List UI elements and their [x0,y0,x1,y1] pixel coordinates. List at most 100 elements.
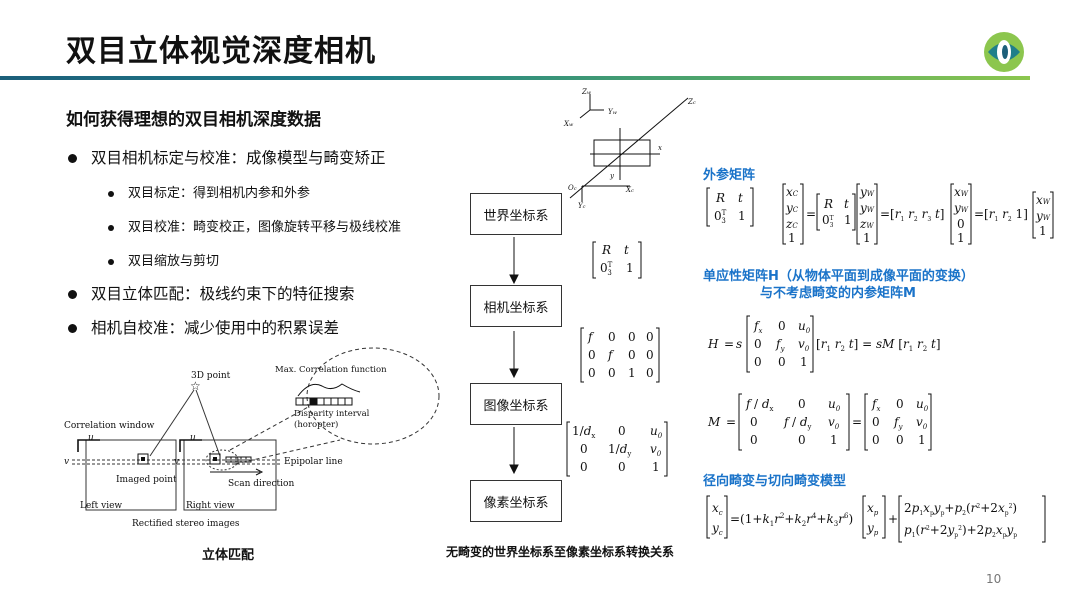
svg-text:Zc: Zc [687,98,696,106]
svg-text:u: u [190,433,196,443]
svg-text:Oc: Oc [568,184,577,192]
svg-text:+: + [888,512,898,526]
svg-text:1/dy: 1/dy [608,442,631,458]
label-max-correlation: Max. Correlation function [275,365,387,375]
svg-text:0: 0 [588,366,596,380]
svg-text:0: 0 [588,348,596,362]
svg-text:M: M [707,415,721,429]
sub-bullet-text: 双目缩放与剪切 [128,254,220,269]
svg-text:0: 0 [778,319,786,333]
svg-text:1: 1 [738,209,746,223]
stereo-matching-figure: 3D point ☆ Correlation window u v u v Im… [64,347,440,529]
svg-text:0: 0 [896,433,904,447]
distortion-title: 径向畸变与切向畸变模型 [703,474,847,489]
svg-text:0: 0 [580,442,588,456]
label-imaged-point: Imaged point [116,475,177,485]
svg-text:0: 0 [750,415,758,429]
svg-text:fy: fy [893,415,903,431]
svg-text:R: R [601,243,611,257]
svg-text:0: 0 [896,397,904,411]
svg-text:0: 0 [608,330,616,344]
svg-text:v0: v0 [798,337,810,353]
right-view-frame [183,439,277,511]
svg-text:s: s [736,337,742,351]
svg-text:yW: yW [859,185,875,199]
label-correlation-window: Correlation window [64,421,155,431]
svg-text:1: 1 [1039,224,1047,238]
svg-text:y: y [609,172,615,180]
svg-text:Yw: Yw [608,108,618,116]
svg-text:0: 0 [872,415,880,429]
svg-text:0T3: 0T3 [600,261,613,277]
label-left-view: Left view [80,501,122,511]
star-icon: ☆ [190,379,201,393]
svg-text:0: 0 [608,366,616,380]
svg-text:v: v [174,457,179,467]
label-3d-point: 3D point [191,371,231,381]
coordinate-frames-diagram: Zw Yw Xw Zc x y Xc Yc Oc [563,88,696,208]
svg-text:fx: fx [753,319,762,335]
svg-text:1: 1 [788,231,796,245]
svg-text:0: 0 [957,217,965,231]
svg-text:f: f [783,415,791,429]
sub-bullet-text: 双目标定：得到相机内参和外参 [128,186,311,201]
sub-bullet-scaling: 双目缩放与剪切 [108,250,219,269]
svg-text:/ dy: / dy [792,415,812,431]
bullet-matching: 双目立体匹配：极线约束下的特征搜索 [68,282,355,304]
svg-text:yp: yp [866,521,879,537]
svg-text:1: 1 [830,433,838,447]
svg-text:Xc: Xc [625,186,634,194]
svg-text:0: 0 [750,433,758,447]
svg-text:yC: yC [785,201,799,215]
svg-text:yW: yW [1035,209,1051,223]
svg-text:0T3: 0T3 [822,213,834,229]
svg-text:xc: xc [712,501,723,517]
svg-text:u0: u0 [828,397,841,413]
svg-text:u: u [88,433,94,443]
svg-text:xW: xW [954,185,969,199]
svg-text:0: 0 [628,330,636,344]
svg-text:u0: u0 [798,319,811,335]
svg-text:1: 1 [628,366,636,380]
svg-text:=[r1 r2 1]: =[r1 r2 1] [974,207,1028,223]
svg-text:=: = [726,415,736,429]
svg-text:fy: fy [775,337,785,353]
bullet-text: 双目相机标定与校准：成像模型与畸变矫正 [91,149,386,167]
svg-text:=: = [852,415,862,429]
svg-text:0: 0 [754,337,762,351]
box-pixel-coordinates: 像素坐标系 [470,480,562,522]
svg-text:t: t [624,243,629,257]
svg-text:[r1 r2 t] = sM [r1 r2 t]: [r1 r2 t] = sM [r1 r2 t] [816,337,941,353]
label-disparity: Disparity interval [294,409,370,419]
svg-text:0: 0 [618,460,626,474]
svg-text:Yc: Yc [578,202,586,208]
bullet-calibration: 双目相机标定与校准：成像模型与畸变矫正 [68,146,386,168]
svg-text:t: t [844,197,849,211]
svg-text:v0: v0 [650,442,662,458]
label-right-view: Right view [186,501,235,511]
svg-text:f: f [587,330,595,344]
svg-text:1: 1 [800,355,808,369]
svg-text:p1(r2+2yp2)+2p2xpyp: p1(r2+2yp2)+2p2xpyp [904,523,1017,539]
bullet-dot [108,258,114,265]
sub-bullet-stereo-calibration: 双目标定：得到相机内参和外参 [108,182,310,201]
svg-text:0: 0 [628,348,636,362]
svg-text:fx: fx [871,397,880,413]
svg-text:0: 0 [618,424,626,438]
svg-text:yW: yW [953,201,969,215]
svg-text:0: 0 [646,348,654,362]
page-number: 10 [986,572,1002,586]
bullet-dot [68,290,77,299]
sub-bullet-rectification: 双目校准：畸变校正，图像旋转平移与极线校准 [108,216,401,235]
svg-text:t: t [738,191,743,205]
svg-text:Zw: Zw [581,88,592,96]
svg-text:0: 0 [872,433,880,447]
box-world-coordinates: 世界坐标系 [470,193,562,235]
svg-text:=: = [806,207,816,221]
logo-icon [984,32,1024,72]
